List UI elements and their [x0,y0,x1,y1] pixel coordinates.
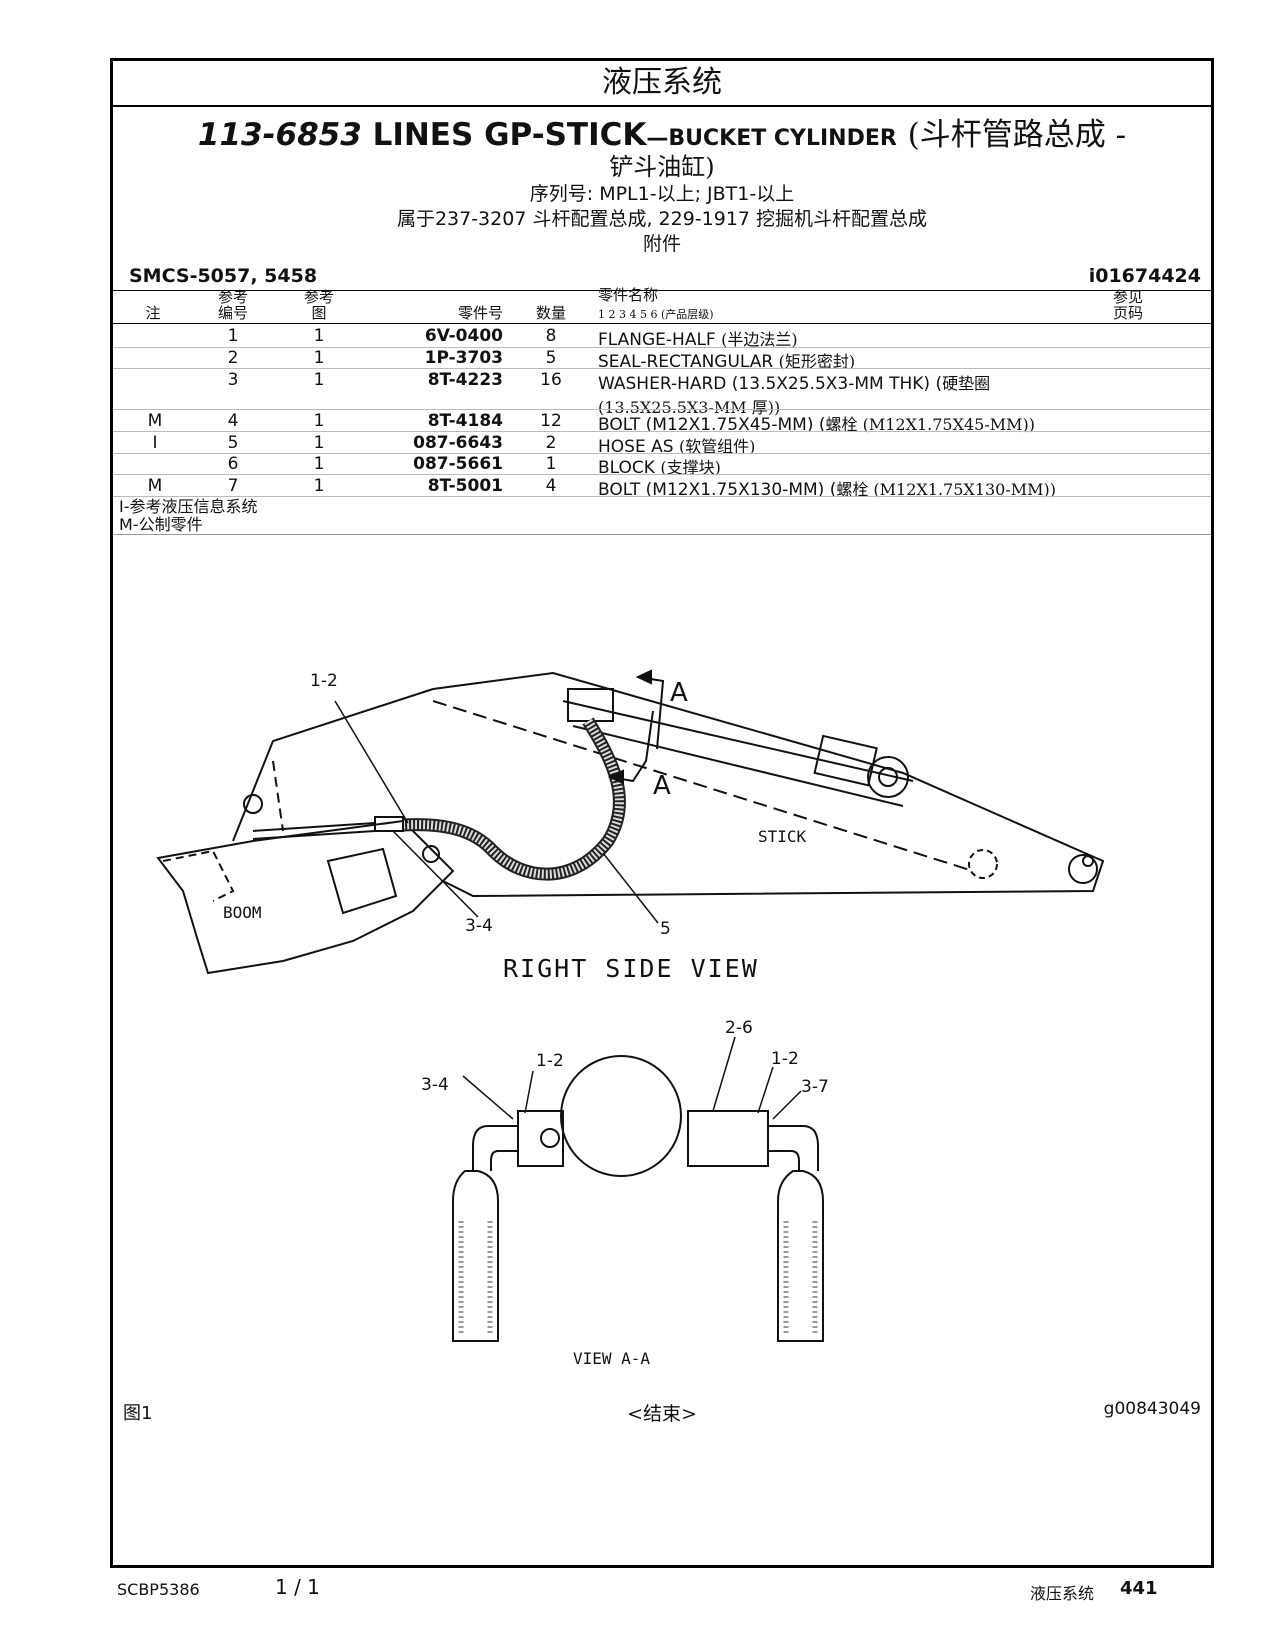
view-aa-right-hose [777,1170,824,1342]
cylinder-bottom [572,725,904,807]
stick-centerline [432,700,974,872]
page-frame: 液压系统 113-6853 LINES GP-STICK—BUCKET CYLI… [110,58,1214,1568]
col-item: 参考 编号 [217,288,248,322]
col-desc-levels: 1 2 3 4 5 6 (产品层级) [598,308,714,321]
view-callout-3-4: 3-4 [421,1075,449,1095]
pin-left [243,794,263,814]
callout-1-2: 1-2 [310,671,338,691]
section-arrow-top [635,669,652,685]
view-leader-3-4 [462,1075,514,1120]
pin-stick-tip [1068,854,1098,884]
part-name-cn-line2: 铲斗油缸) [609,153,715,181]
view-aa-left-elbow [472,1125,518,1171]
col-desc: 零件名称 [598,286,659,304]
callout-3-4: 3-4 [465,916,493,936]
view-aa-right-elbow-inner [768,1150,800,1171]
row-divider [113,431,1211,432]
col-ref-page: 参见 页码 [1112,288,1143,322]
section-label-a-top: A [670,678,688,708]
col-fig: 参考 图 [303,288,334,322]
footer-doc-number: SCBP5386 [117,1580,200,1599]
cylinder-end-block [813,734,878,787]
parts-illustration [156,669,1105,1342]
serial-number-line: 序列号: MPL1-以上; JBT1-以上 [529,183,795,205]
part-name-en: LINES GP-STICK [372,117,647,153]
pin-stick-tip-small [1082,855,1094,867]
part-name-cn: (斗杆管路总成 - [907,117,1127,153]
illustration-id: i01674424 [1088,265,1201,287]
view-aa-left-block [517,1110,564,1167]
view-aa-left-hose [452,1170,499,1342]
section-title: 液压系统 [113,61,1211,107]
view-callout-2-6: 2-6 [725,1018,753,1038]
view-callout-3-7: 3-7 [801,1077,829,1097]
used-in-line: 属于237-3207 斗杆配置总成, 229-1917 挖掘机斗杆配置总成 [396,208,928,230]
boom-detail [162,849,235,902]
view-aa-circle [560,1055,682,1177]
cylinder-rod-eye [867,756,909,798]
cylinder-top [562,700,914,782]
view-leader-1-2-right [757,1066,774,1114]
part-name-en-suffix: —BUCKET CYLINDER [646,126,897,151]
pin-mid [422,845,440,863]
label-boom: BOOM [223,903,262,922]
view-aa-left-hose-pattern [458,1221,493,1336]
leader-5 [602,852,659,924]
attachment-line: 附件 [642,233,681,255]
col-qty: 数量 [535,304,566,322]
view-callout-1-2-right: 1-2 [771,1049,799,1069]
part-title: 113-6853 LINES GP-STICK—BUCKET CYLINDER … [113,117,1211,157]
cylinder-flange-block [567,688,614,722]
view-leader-3-7 [772,1090,802,1120]
footer-section: 液压系统 [1030,1584,1095,1603]
col-note: 注 [145,304,161,322]
col-part-no: 零件号 [457,304,503,322]
section-marker-top [637,676,665,750]
header-bottom-rule [113,323,1211,324]
line-to-boom-2 [252,830,376,840]
stick-outline [232,671,1105,898]
legend-note-m: M-公制零件 [119,515,203,534]
row-divider [113,368,1211,369]
hose-outer [402,717,626,881]
section-arrow-bottom [607,769,624,785]
footer-page-number: 441 [1120,1578,1158,1599]
footer-page-count: 1 / 1 [275,1575,320,1599]
view-aa-right-elbow [768,1125,819,1171]
pin-stick-1 [968,849,998,879]
row-divider [113,496,1211,497]
boom-inner [326,847,398,915]
view-aa-left-elbow-inner [490,1150,518,1171]
end-mark: <结束> [627,1403,697,1425]
row-divider [113,409,1211,410]
view-callout-1-2-left: 1-2 [536,1051,564,1071]
label-view-aa: VIEW A-A [573,1349,651,1368]
callout-5: 5 [660,919,671,939]
view-aa-right-hose-pattern [783,1221,818,1336]
label-right-side-view: RIGHT SIDE VIEW [503,954,759,983]
table-top-rule [113,290,1211,291]
stick-dash [272,760,284,832]
view-leader-2-6 [712,1036,736,1112]
label-stick: STICK [758,827,807,846]
cylinder-rod-eye-inner [878,767,898,787]
figure-label: 图1 [123,1403,153,1424]
part-number: 113-6853 [197,117,362,153]
boom-outline [156,819,455,975]
row-divider [113,453,1211,454]
view-aa-left-bolt [540,1128,560,1148]
graphic-id: g00843049 [1103,1399,1201,1419]
view-leader-1-2-left [524,1070,534,1114]
row-divider [113,474,1211,475]
row-divider [113,347,1211,348]
smcs-code: SMCS-5057, 5458 [129,265,318,287]
table-bottom-rule [113,534,1211,535]
leader-1-2 [334,700,409,824]
legend-note-i: I-参考液压信息系统 [119,497,258,516]
line-to-boom [252,822,376,832]
hose-pattern [402,718,624,879]
section-label-a-bottom: A [653,771,671,801]
view-aa-right-block [687,1110,769,1167]
leader-3-4 [392,830,479,918]
